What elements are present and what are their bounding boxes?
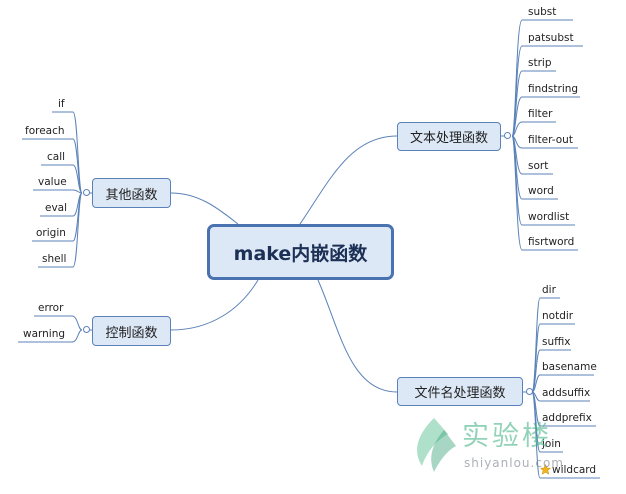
leaf-sort[interactable]: sort (528, 160, 549, 172)
leaf-subst[interactable]: subst (528, 6, 557, 18)
leaf-foreach[interactable]: foreach (25, 125, 65, 137)
leaf-word[interactable]: word (528, 185, 554, 197)
watermark-brand: 实验楼 (462, 421, 552, 452)
shiyanlou-logo-icon (417, 418, 456, 472)
topic-text-functions[interactable]: 文本处理函数 (397, 122, 501, 151)
leaf-filter-out[interactable]: filter-out (528, 134, 573, 146)
leaf-findstring[interactable]: findstring (528, 83, 579, 95)
leaf-call[interactable]: call (47, 151, 66, 163)
leaf-value[interactable]: value (38, 176, 67, 188)
topic-filename-functions[interactable]: 文件名处理函数 (397, 377, 523, 406)
leaf-shell[interactable]: shell (42, 253, 67, 265)
leaf-patsubst[interactable]: patsubst (528, 32, 574, 44)
watermark-domain: shiyanlou.com (464, 456, 564, 470)
leaf-origin[interactable]: origin (36, 227, 66, 239)
link-root-file (317, 279, 398, 393)
leaf-notdir[interactable]: notdir (542, 310, 574, 322)
leaf-error[interactable]: error (38, 302, 64, 314)
leaf-wildcard[interactable]: wildcard (552, 464, 597, 476)
leaf-dir[interactable]: dir (542, 284, 556, 296)
leaf-eval[interactable]: eval (45, 202, 68, 214)
leaf-basename[interactable]: basename (542, 361, 597, 373)
leaf-warning[interactable]: warning (23, 328, 66, 340)
link-root-text (299, 135, 398, 225)
link-root-control (170, 279, 259, 331)
link-root-other (170, 192, 239, 225)
collapse-toggle-icon[interactable] (83, 189, 90, 196)
leaf-join[interactable]: join (542, 438, 561, 450)
topic-other-functions[interactable]: 其他函数 (92, 178, 171, 208)
leaf-fisrtword[interactable]: fisrtword (528, 236, 575, 248)
root-node[interactable]: make内嵌函数 (207, 224, 394, 280)
leaf-filter[interactable]: filter (528, 108, 553, 120)
star-icon (540, 464, 551, 475)
leaf-strip[interactable]: strip (528, 57, 552, 69)
topic-control-functions[interactable]: 控制函数 (92, 316, 171, 346)
collapse-toggle-icon[interactable] (83, 326, 90, 333)
leaf-wordlist[interactable]: wordlist (528, 211, 570, 223)
collapse-toggle-icon[interactable] (526, 388, 533, 395)
leaf-addprefix[interactable]: addprefix (542, 412, 592, 424)
leaf-suffix[interactable]: suffix (542, 336, 571, 348)
leaf-if[interactable]: if (58, 98, 65, 110)
leaf-addsuffix[interactable]: addsuffix (542, 387, 591, 399)
collapse-toggle-icon[interactable] (504, 132, 511, 139)
